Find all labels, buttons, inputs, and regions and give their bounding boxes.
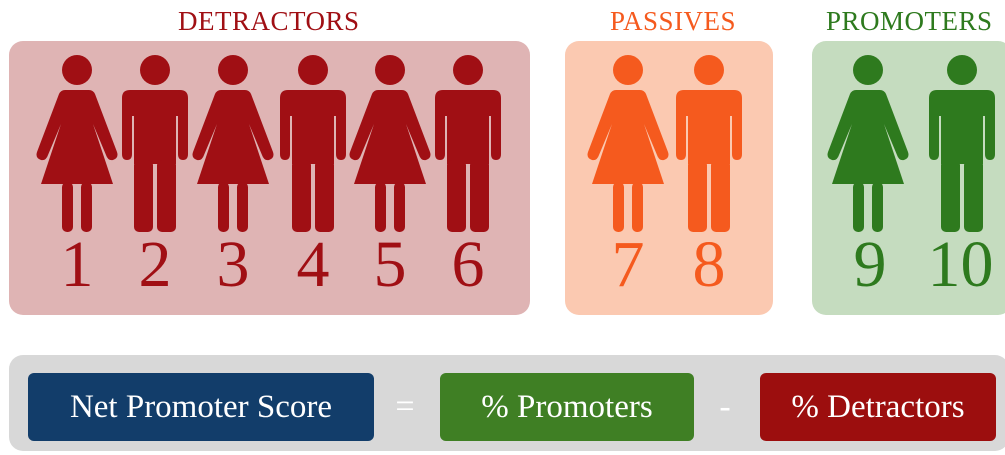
male-person-icon [278,54,348,238]
passives-title: PASSIVES [610,6,737,36]
score-6: 6 [451,228,485,301]
male-person-icon [674,54,744,238]
score-2: 2 [138,228,172,301]
score-1: 1 [60,228,94,301]
female-person-icon [586,54,670,238]
female-person-icon [35,54,119,238]
male-person-icon [927,54,997,238]
female-person-icon [191,54,275,238]
detractors-percent-box: % Detractors [760,373,996,441]
score-4: 4 [296,228,330,301]
score-7: 7 [611,228,645,301]
score-8: 8 [692,228,726,301]
score-9: 9 [853,228,887,301]
promoters-percent-box: % Promoters [440,373,694,441]
equals-sign: = [395,388,415,425]
score-5: 5 [373,228,407,301]
score-10: 10 [927,228,994,301]
detractors-title: DETRACTORS [178,6,360,36]
female-person-icon [348,54,432,238]
score-3: 3 [216,228,250,301]
nps-box: Net Promoter Score [28,373,374,441]
promoters-title: PROMOTERS [826,6,993,36]
male-person-icon [433,54,503,238]
male-person-icon [120,54,190,238]
female-person-icon [826,54,910,238]
minus-sign: - [719,388,731,425]
